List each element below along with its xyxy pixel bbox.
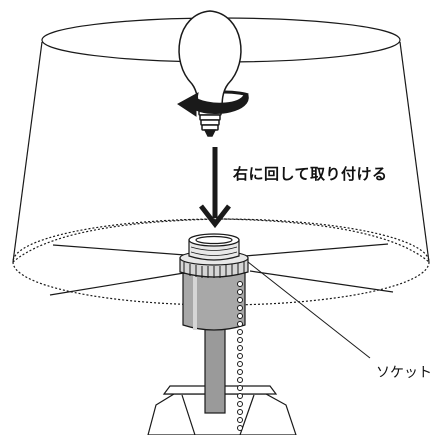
- socket-leader-line: [247, 261, 371, 359]
- frame-spoke-right-lower: [249, 270, 394, 293]
- socket-label: ソケット: [376, 365, 432, 381]
- socket: [179, 233, 249, 331]
- light-bulb-icon: [178, 10, 242, 137]
- frame-spoke-left-upper: [52, 244, 186, 256]
- shade-right-edge: [399, 41, 430, 263]
- shade-inner-rim: [12, 218, 430, 263]
- lamp-pole: [204, 327, 226, 414]
- pull-chain-icon: [237, 281, 243, 431]
- rotate-arrow-icon: [177, 90, 249, 117]
- frame-spoke-left-lower: [49, 271, 191, 296]
- frame-spoke-right-upper: [244, 243, 389, 257]
- shade-left-edge: [12, 41, 43, 263]
- down-arrow-icon: [199, 147, 231, 229]
- instruction-label: 右に回して取り付ける: [233, 165, 388, 183]
